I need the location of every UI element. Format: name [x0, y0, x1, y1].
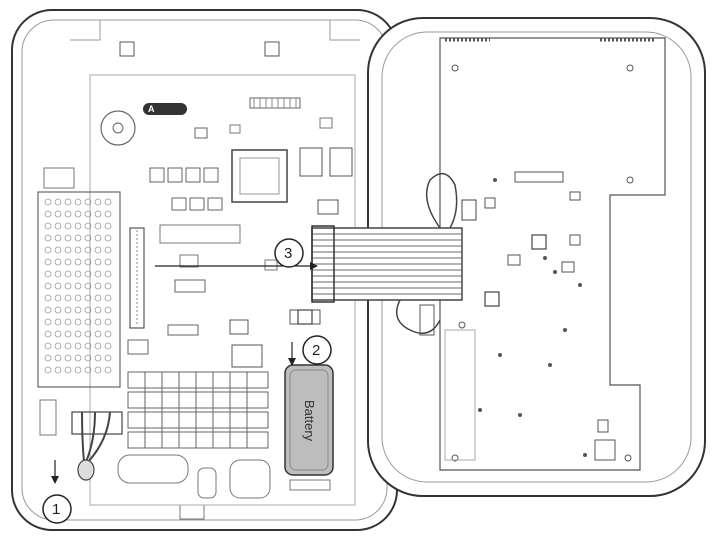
buzzer-icon [100, 110, 136, 146]
callout-2-label: 2 [312, 342, 320, 359]
callout-1-label: 1 [52, 501, 60, 518]
cpu-chip [231, 149, 288, 203]
main-pcb: A [37, 74, 356, 506]
callout-2: 2 [302, 335, 332, 365]
callout-2-arrow [288, 342, 296, 366]
callout-3: 3 [274, 238, 304, 268]
tamper-connector [39, 399, 123, 481]
speaker-grille [37, 191, 121, 388]
callout-3-label: 3 [284, 245, 292, 262]
secondary-pcb [439, 37, 666, 471]
battery: Battery [284, 364, 334, 491]
logo-text: A [148, 104, 155, 114]
battery-label: Battery [302, 400, 317, 442]
callout-1-arrow [51, 460, 59, 484]
terminal-blocks [127, 371, 269, 449]
pin-header [129, 227, 145, 329]
callout-1: 1 [42, 494, 72, 524]
brand-logo [143, 103, 187, 115]
